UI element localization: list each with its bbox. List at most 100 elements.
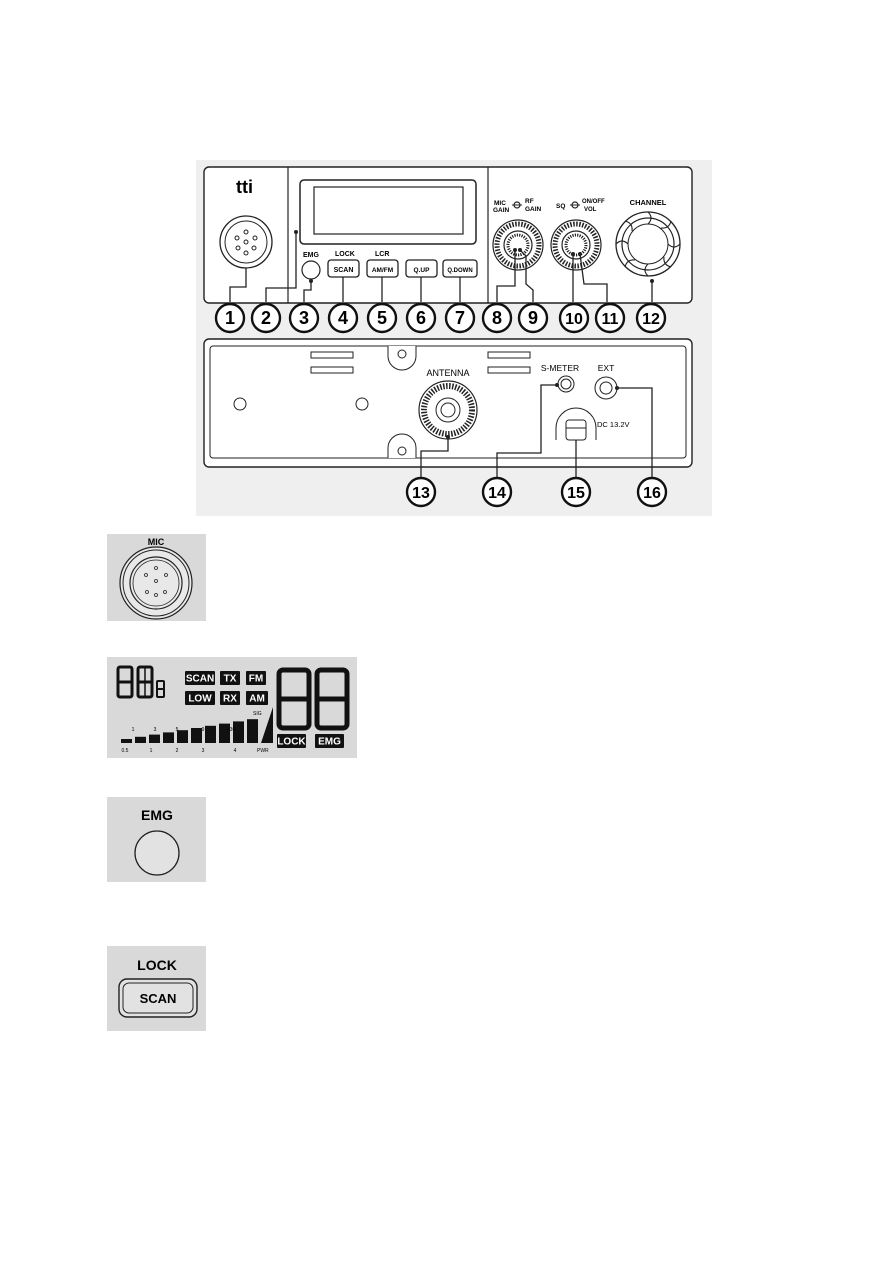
radio-panel-diagram: tti EMG LOCK LCR SCAN AM/FM Q.UP Q.DOWN xyxy=(196,160,712,516)
callout-6: 6 xyxy=(405,302,437,334)
lcd-scale-top: +30 xyxy=(227,727,236,733)
lcd-badge-low: LOW xyxy=(185,691,215,705)
rear-panel: ANTENNA S-METER EXT DC 13.2V xyxy=(203,338,693,478)
callout-9: 9 xyxy=(517,302,549,334)
front-leader-lines xyxy=(229,232,653,302)
label-dc: DC 13.2V xyxy=(597,420,630,429)
lcd-bar xyxy=(219,723,230,743)
label-lcr: LCR xyxy=(375,251,389,258)
lcd-scale-bottom: 1 xyxy=(150,748,153,754)
svg-text:FM: FM xyxy=(249,674,263,685)
mic-connector-icon xyxy=(219,215,273,269)
callout-5: 5 xyxy=(366,302,398,334)
callout-number: 15 xyxy=(567,485,585,502)
label-lock: LOCK xyxy=(335,251,355,258)
callout-number: 11 xyxy=(602,311,619,328)
emg-detail-button xyxy=(134,830,180,876)
callout-number: 5 xyxy=(377,308,387,328)
lcd-badge-fm: FM xyxy=(246,671,266,685)
lcd-bar xyxy=(191,728,202,743)
label-rf-gain-1: RF xyxy=(525,198,534,205)
lcd-scale-bottom: 2 xyxy=(176,748,179,754)
radio-panel-svg: tti EMG LOCK LCR SCAN AM/FM Q.UP Q.DOWN xyxy=(203,166,693,508)
callout-number: 1 xyxy=(225,308,235,328)
lcd-badge-am: AM xyxy=(246,691,268,705)
callout-16: 16 xyxy=(636,476,668,508)
callout-number: 2 xyxy=(261,308,271,328)
callout-number: 16 xyxy=(643,485,661,502)
lcd-bar xyxy=(135,736,146,743)
callout-2: 2 xyxy=(250,302,282,334)
callout-number: 14 xyxy=(488,485,506,502)
lcd-bar xyxy=(121,739,132,743)
lcd-bar-peak xyxy=(261,707,273,743)
lcd-scale-bottom: 3 xyxy=(202,748,205,754)
emg-detail-label: EMG xyxy=(141,807,173,823)
antenna-connector-icon xyxy=(418,380,478,440)
label-ext: EXT xyxy=(598,363,615,373)
front-panel: tti EMG LOCK LCR SCAN AM/FM Q.UP Q.DOWN xyxy=(203,166,693,304)
svg-text:AM: AM xyxy=(249,694,265,705)
callout-number: 6 xyxy=(416,308,426,328)
emg-button[interactable] xyxy=(301,260,321,280)
callout-number: 13 xyxy=(412,485,430,502)
lcd-signal-bars xyxy=(121,707,273,743)
lcd-scale-top: 5 xyxy=(176,727,179,733)
scan-button-label: SCAN xyxy=(334,267,354,274)
lcd-scale-top: 9 xyxy=(202,727,205,733)
mic-rf-gain-knob[interactable] xyxy=(492,219,544,271)
mic-label: MIC xyxy=(148,537,165,547)
emg-detail-svg: EMG xyxy=(134,807,180,876)
svg-text:RX: RX xyxy=(223,694,237,705)
svg-text:TX: TX xyxy=(224,674,237,685)
lcd-scale-bottom: 4 xyxy=(234,748,237,754)
callout-8: 8 xyxy=(481,302,513,334)
lcd-bar xyxy=(149,734,160,743)
brand-logo: tti xyxy=(236,177,253,197)
lcd-bar xyxy=(177,730,188,743)
svg-text:LOW: LOW xyxy=(188,694,212,705)
lock-scan-detail-svg: LOCK SCAN xyxy=(118,957,198,1018)
callout-13: 13 xyxy=(405,476,437,508)
label-rf-gain-2: GAIN xyxy=(525,206,542,213)
lcd-small-digits xyxy=(116,665,165,699)
qdown-button-label: Q.DOWN xyxy=(447,268,472,274)
lcd-scale-top: 3 xyxy=(154,727,157,733)
label-antenna: ANTENNA xyxy=(426,368,469,378)
mic-detail-svg: MIC xyxy=(119,537,193,620)
lcd-bar xyxy=(163,732,174,743)
svg-text:EMG: EMG xyxy=(318,737,341,748)
callout-number: 7 xyxy=(455,308,465,328)
lcd-badge-scan: SCAN xyxy=(185,671,215,685)
qup-button-label: Q.UP xyxy=(414,267,431,274)
lock-detail-label: LOCK xyxy=(137,957,177,973)
callout-number: 9 xyxy=(528,308,538,328)
callout-number: 4 xyxy=(338,308,348,328)
label-onoff: ON/OFF xyxy=(582,199,605,205)
channel-knob[interactable] xyxy=(615,211,681,277)
callout-number: 8 xyxy=(492,308,502,328)
callout-7: 7 xyxy=(444,302,476,334)
callout-14: 14 xyxy=(481,476,513,508)
ext-jack-icon xyxy=(594,376,618,400)
callout-15: 15 xyxy=(560,476,592,508)
label-channel: CHANNEL xyxy=(630,198,667,207)
mounting-hole-icon-2 xyxy=(355,397,369,411)
lcd-pwr-label: PWR xyxy=(257,748,269,754)
sq-vol-knob[interactable] xyxy=(550,219,602,271)
callout-number: 3 xyxy=(299,308,309,328)
dc-power-connector-icon xyxy=(555,407,597,441)
callout-number: 10 xyxy=(565,311,583,328)
smeter-jack-icon xyxy=(557,375,575,393)
label-mic-gain-2: GAIN xyxy=(493,207,510,214)
lcd-sig-label: SIG xyxy=(253,711,262,717)
label-sq: SQ xyxy=(556,203,565,210)
lcd-badge-rx: RX xyxy=(220,691,240,705)
callout-1: 1 xyxy=(214,302,246,334)
lcd-big-digits xyxy=(276,667,350,731)
